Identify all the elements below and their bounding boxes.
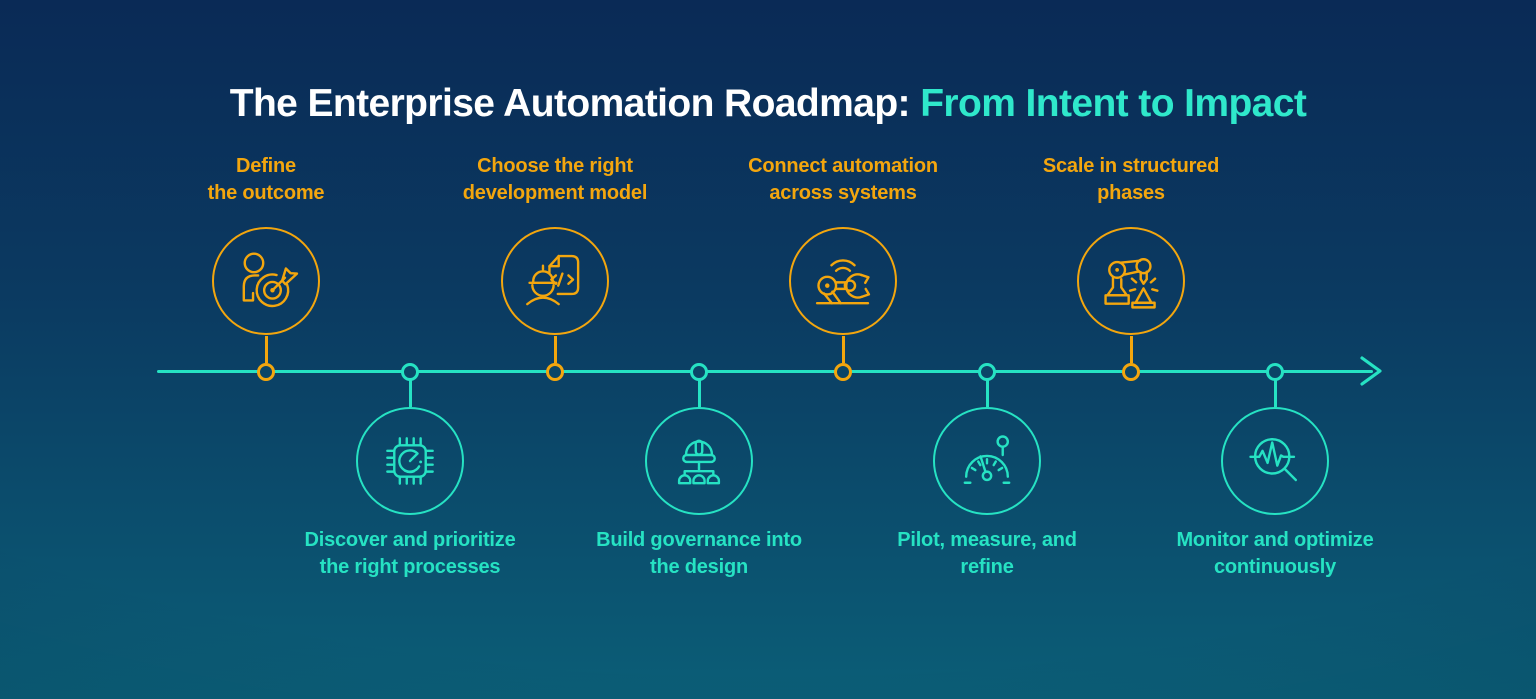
- connector-line: [841, 336, 845, 363]
- timeline-arrow-icon: [1360, 356, 1382, 386]
- robot-welder-icon: [1076, 227, 1185, 335]
- timeline-node: [690, 362, 708, 381]
- connector-line: [408, 380, 412, 407]
- connector-line: [697, 380, 701, 407]
- engineer-code-document-icon: [500, 227, 609, 335]
- timeline-node: [546, 362, 564, 381]
- step-label: Choose the right development model: [462, 155, 648, 204]
- connector-line: [264, 336, 268, 363]
- step-label: Monitor and optimize continuously: [1176, 529, 1374, 578]
- timeline-node: [257, 362, 275, 381]
- person-target-icon: [211, 227, 320, 335]
- step-label: Build governance into the design: [596, 529, 802, 578]
- timeline-axis: [157, 370, 1373, 373]
- chip-gauge-icon: [355, 407, 464, 515]
- timeline-node: [834, 362, 852, 381]
- connector-line: [553, 336, 557, 363]
- magnifier-pulse-icon: [1220, 407, 1329, 515]
- step-label: Connect automation across systems: [748, 155, 938, 204]
- robot-arm-signal-icon: [788, 227, 897, 335]
- timeline-node: [1122, 362, 1140, 381]
- step-label: Discover and prioritize the right proces…: [304, 529, 516, 578]
- step-label: Pilot, measure, and refine: [897, 529, 1077, 578]
- timeline-node: [978, 362, 996, 381]
- connector-line: [1273, 380, 1277, 407]
- connector-line: [1129, 336, 1133, 363]
- speedometer-pin-icon: [932, 407, 1041, 515]
- timeline-node: [1266, 362, 1284, 381]
- timeline-node: [401, 362, 419, 381]
- step-label: Define the outcome: [207, 155, 325, 204]
- connector-line: [985, 380, 989, 407]
- page-title: The Enterprise Automation Roadmap: From …: [0, 82, 1536, 126]
- hard-hat-hierarchy-icon: [644, 407, 753, 515]
- title-highlight: From Intent to Impact: [920, 82, 1307, 126]
- step-label: Scale in structured phases: [1042, 155, 1220, 204]
- title-main: The Enterprise Automation Roadmap:: [229, 82, 911, 126]
